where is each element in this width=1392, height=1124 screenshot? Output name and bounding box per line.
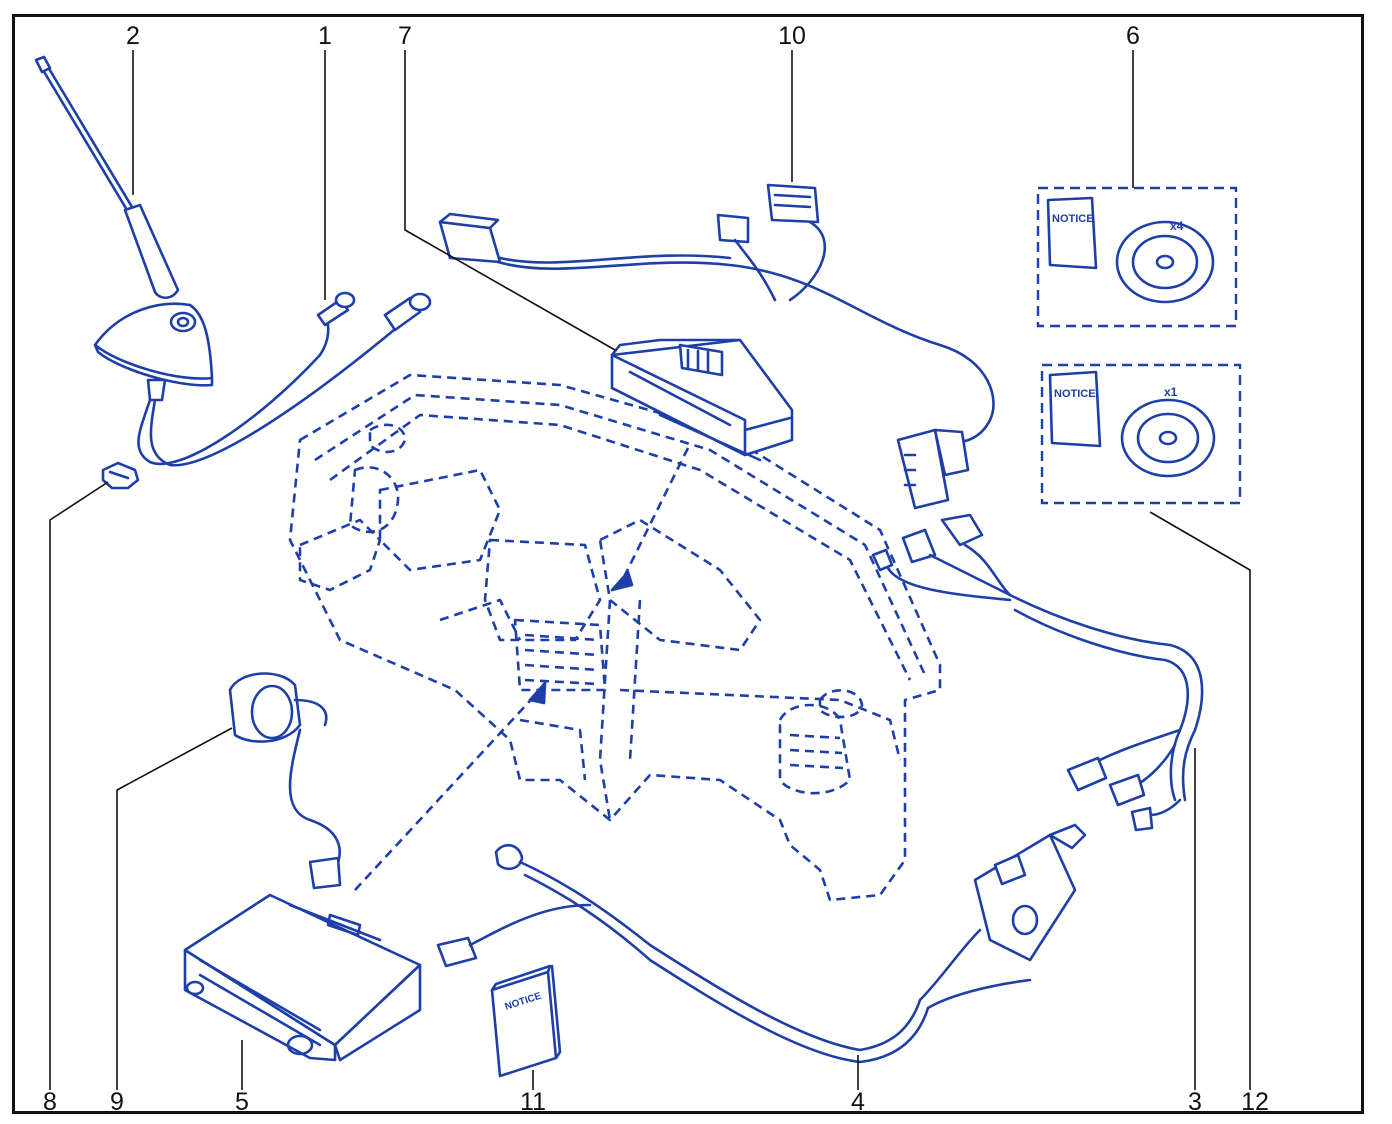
- callout-8: 8: [43, 1088, 57, 1116]
- callout-7: 7: [398, 22, 412, 50]
- switch-pod-9: [228, 672, 342, 890]
- callout-10: 10: [778, 22, 806, 50]
- antenna-mast: [34, 55, 180, 300]
- radio-head-unit: [183, 893, 422, 1062]
- wiring-harness-3: [871, 513, 1204, 832]
- head-unit-install-arrow: [354, 681, 547, 891]
- wiring-harness-10: [438, 183, 995, 510]
- antenna-clip: [101, 461, 140, 490]
- diagram-frame: [12, 14, 1364, 1114]
- callout-5: 5: [235, 1088, 249, 1116]
- kit-box-12: [1040, 363, 1242, 505]
- control-module-7: [610, 338, 794, 462]
- module-install-arrow: [610, 447, 690, 592]
- callout-11: 11: [520, 1088, 546, 1116]
- callout-12: 12: [1241, 1088, 1269, 1116]
- antenna-base: [93, 291, 432, 467]
- kit-box-6: [1036, 186, 1238, 328]
- callout-3: 3: [1188, 1088, 1202, 1116]
- callout-2: 2: [126, 22, 140, 50]
- kit-box-6-booklet-text: NOTICE: [1052, 213, 1094, 225]
- callout-4: 4: [851, 1088, 865, 1116]
- callout-1: 1: [318, 22, 332, 50]
- leader-lines: [49, 50, 1251, 1090]
- dashboard-outline: [288, 373, 942, 902]
- manual-11: [490, 964, 562, 1078]
- wiring-harness-4: [436, 823, 1087, 1064]
- kit-box-12-disc-count: x1: [1164, 385, 1178, 399]
- kit-box-12-booklet-text: NOTICE: [1054, 388, 1096, 400]
- callout-9: 9: [110, 1088, 124, 1116]
- kit-box-6-disc-count: x4: [1170, 219, 1184, 233]
- callout-6: 6: [1126, 22, 1140, 50]
